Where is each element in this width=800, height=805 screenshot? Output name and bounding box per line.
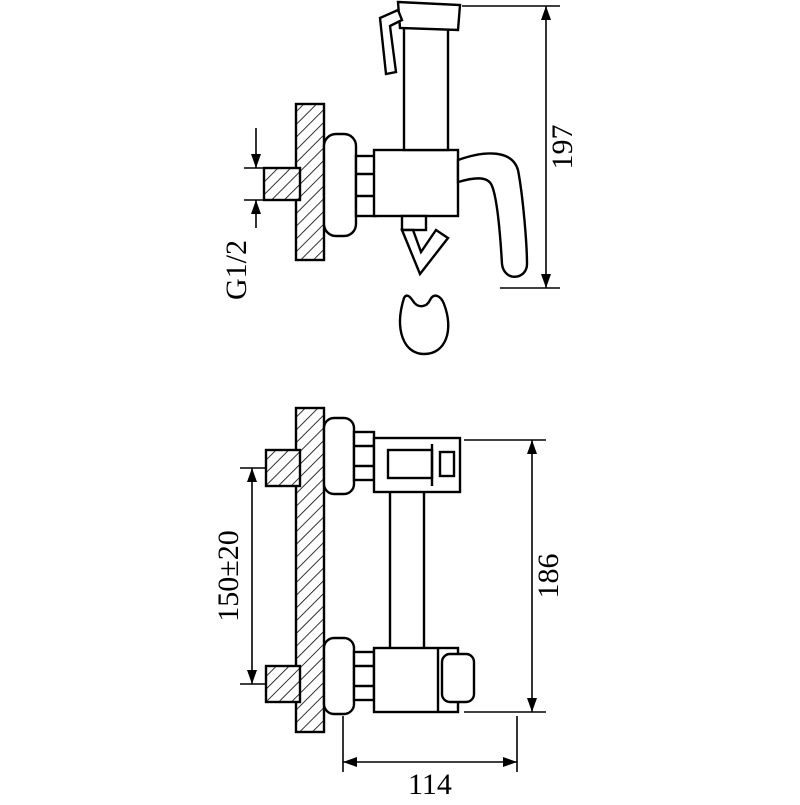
mixer-body-side bbox=[372, 148, 460, 218]
dim-label-height-side: 197 bbox=[546, 125, 579, 170]
escutcheon-side bbox=[322, 132, 358, 238]
escutcheon-bottom-front bbox=[322, 636, 356, 716]
arrowhead-up bbox=[247, 468, 257, 482]
dimension-114: 114 bbox=[342, 716, 518, 801]
spray-stream-shape bbox=[400, 228, 450, 277]
arrowhead-up bbox=[251, 200, 261, 214]
supply-pipe-top-front bbox=[264, 448, 302, 488]
arrowhead-up bbox=[541, 6, 551, 20]
handle-front bbox=[440, 652, 476, 704]
hex-nut-bottom-front bbox=[352, 650, 376, 702]
dimension-186: 186 bbox=[464, 439, 565, 713]
supply-pipe-bottom-front bbox=[264, 664, 302, 704]
arrowhead-down bbox=[541, 274, 551, 288]
arrowhead-down bbox=[247, 670, 257, 684]
arrowhead-down bbox=[251, 154, 261, 168]
dim-label-width: 114 bbox=[408, 768, 452, 800]
dimension-g12: G1/2 bbox=[220, 128, 296, 300]
dim-label-height-front: 186 bbox=[532, 554, 565, 599]
arrowhead-right bbox=[503, 757, 517, 767]
water-droplet-shape bbox=[398, 294, 450, 356]
connecting-pipe-front bbox=[388, 492, 426, 648]
sprayer-head-side bbox=[396, 0, 462, 32]
handle-lever-side bbox=[456, 152, 529, 278]
sprayer-trigger-side bbox=[378, 8, 404, 76]
dim-label-thread: G1/2 bbox=[220, 240, 253, 300]
valve-body-front bbox=[372, 646, 476, 714]
dim-label-mount: 150±20 bbox=[212, 530, 245, 621]
outlet-spout-side bbox=[400, 214, 428, 232]
arrowhead-left bbox=[343, 757, 357, 767]
arrowhead-up bbox=[527, 440, 537, 454]
dimension-197: 197 bbox=[462, 5, 579, 289]
supply-pipe-side bbox=[262, 166, 302, 202]
front-view bbox=[264, 406, 476, 734]
arrowhead-down bbox=[527, 698, 537, 712]
hex-nut-top-front bbox=[352, 430, 376, 482]
riser-hose-side bbox=[402, 24, 450, 152]
dimension-150-20: 150±20 bbox=[212, 467, 266, 685]
sprayer-holder-front bbox=[372, 436, 462, 494]
escutcheon-top-front bbox=[322, 416, 356, 496]
side-view bbox=[262, 0, 529, 356]
